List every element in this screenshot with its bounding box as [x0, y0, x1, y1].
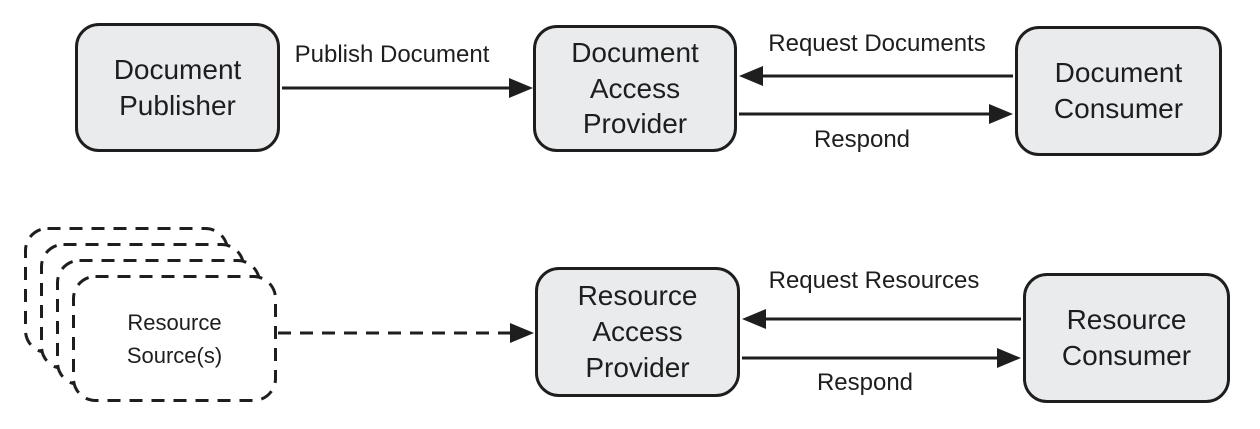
node-document-consumer: Document Consumer [1015, 26, 1222, 156]
node-resource-consumer-label: Resource Consumer [1061, 304, 1192, 371]
edge-publish-document-arrowhead-icon [509, 78, 533, 98]
edge-label-request-resources: Request Resources [768, 267, 980, 294]
edge-label-publish-document: Publish Document [294, 41, 490, 68]
edge-label-respond-documents: Respond [813, 126, 911, 153]
node-resource-sources: Resource Source(s) [72, 275, 277, 402]
edge-respond-documents [739, 104, 1013, 124]
node-resource-access-provider: Resource Access Provider [535, 267, 740, 397]
edge-label-respond-resources: Respond [816, 369, 914, 396]
edge-request-resources-arrowhead-icon [742, 309, 766, 329]
node-document-publisher-label: Document Publisher [113, 53, 242, 121]
node-document-access-provider-label: Document Access Provider [571, 36, 699, 140]
edge-respond-resources [742, 348, 1021, 368]
edge-label-request-documents: Request Documents [768, 30, 986, 57]
resource-sources-card-front [72, 275, 277, 402]
node-document-consumer-label: Document Consumer [1053, 57, 1184, 124]
node-resource-sources-label: Resource Source(s) [126, 309, 223, 368]
edge-respond-resources-arrowhead-icon [997, 348, 1021, 368]
edge-resource-feed-arrowhead-icon [510, 323, 534, 343]
edge-resource-feed [278, 323, 534, 343]
node-document-publisher: Document Publisher [75, 23, 280, 152]
edge-request-documents [739, 66, 1013, 86]
edge-respond-documents-arrowhead-icon [989, 104, 1013, 124]
edge-publish-document [282, 78, 533, 98]
edge-request-resources [742, 309, 1021, 329]
edge-request-documents-arrowhead-icon [739, 66, 763, 86]
node-document-access-provider: Document Access Provider [533, 25, 737, 152]
node-resource-access-provider-label: Resource Access Provider [577, 280, 698, 383]
node-resource-consumer: Resource Consumer [1023, 273, 1230, 403]
